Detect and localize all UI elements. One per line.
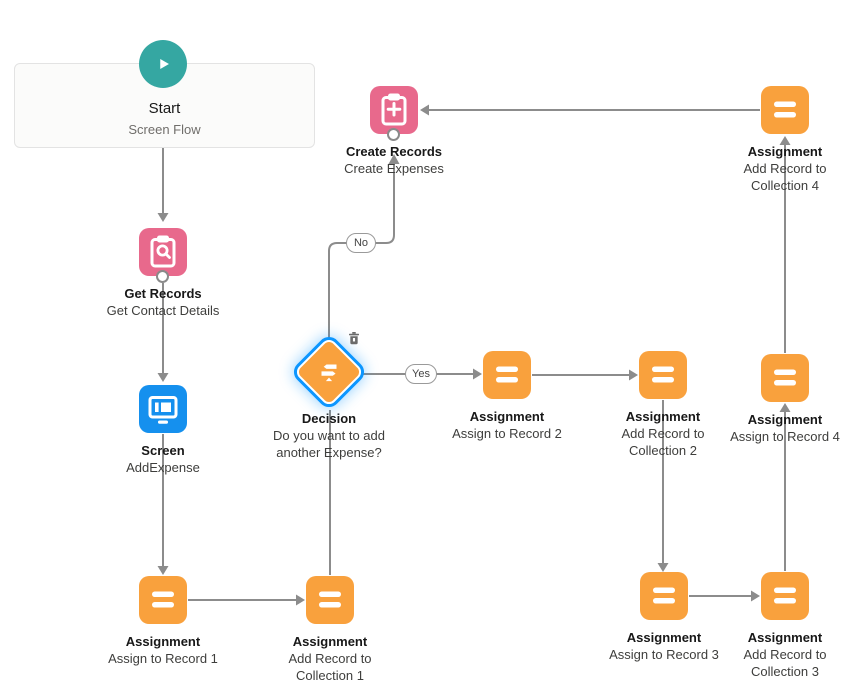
assignment-icon[interactable] <box>761 86 809 134</box>
screen-icon[interactable] <box>139 385 187 433</box>
assignment-icon[interactable] <box>306 576 354 624</box>
node-subtitle: Do you want to add another Expense? <box>272 428 386 460</box>
node-subtitle: Create Expenses <box>344 161 444 176</box>
node-assign-record-3[interactable]: Assignment Assign to Record 3 <box>594 572 734 663</box>
node-title: Assignment <box>626 630 702 645</box>
node-title: Create Records <box>345 144 443 159</box>
connector-point[interactable] <box>387 128 400 141</box>
create-records-icon[interactable] <box>370 86 418 134</box>
equals-icon <box>774 101 796 118</box>
node-title: Assignment <box>747 630 823 645</box>
connector-label-yes[interactable]: Yes <box>405 364 437 384</box>
assignment-icon[interactable] <box>483 351 531 399</box>
node-subtitle: Assign to Record 2 <box>452 426 562 441</box>
node-title: Assignment <box>747 144 823 159</box>
node-assign-record-2[interactable]: Assignment Assign to Record 2 <box>437 351 577 442</box>
decision-icon[interactable] <box>293 336 365 408</box>
arrowheads <box>157 104 791 606</box>
node-create-records[interactable]: Create Records Create Expenses <box>324 86 464 177</box>
clipboard-search-icon <box>150 235 176 268</box>
equals-icon <box>319 591 341 608</box>
node-screen[interactable]: Screen AddExpense <box>93 385 233 476</box>
node-add-collection-1[interactable]: Assignment Add Record to Collection 1 <box>260 576 400 684</box>
equals-icon <box>774 587 796 604</box>
node-title: Assignment <box>747 412 823 427</box>
trash-icon[interactable] <box>346 330 362 346</box>
node-title: Assignment <box>125 634 201 649</box>
assignment-icon[interactable] <box>639 351 687 399</box>
node-subtitle: Add Record to Collection 4 <box>743 161 827 193</box>
node-add-collection-4[interactable]: Assignment Add Record to Collection 4 <box>715 86 854 194</box>
signpost-icon <box>321 364 337 382</box>
equals-icon <box>496 366 518 383</box>
node-title: Assignment <box>292 634 368 649</box>
connector-point[interactable] <box>156 270 169 283</box>
get-records-icon[interactable] <box>139 228 187 276</box>
assignment-icon[interactable] <box>640 572 688 620</box>
node-subtitle: Assign to Record 3 <box>609 647 719 662</box>
node-assign-record-1[interactable]: Assignment Assign to Record 1 <box>93 576 233 667</box>
node-subtitle: AddExpense <box>126 460 200 475</box>
node-get-records[interactable]: Get Records Get Contact Details <box>93 228 233 319</box>
node-title: Screen <box>141 443 185 458</box>
start-button[interactable] <box>139 40 187 88</box>
node-subtitle: Assign to Record 4 <box>730 429 840 444</box>
node-add-collection-2[interactable]: Assignment Add Record to Collection 2 <box>593 351 733 459</box>
monitor-icon <box>148 396 178 424</box>
clipboard-plus-icon <box>381 93 407 126</box>
node-title: Decision <box>301 411 357 426</box>
node-subtitle: Add Record to Collection 1 <box>288 651 372 683</box>
node-title: Assignment <box>469 409 545 424</box>
play-icon <box>160 58 169 70</box>
node-decision[interactable]: Decision Do you want to add another Expe… <box>259 336 399 461</box>
start-title: Start <box>148 100 181 117</box>
equals-icon <box>652 366 674 383</box>
node-subtitle: Get Contact Details <box>106 303 220 318</box>
assignment-icon[interactable] <box>761 354 809 402</box>
start-subtitle: Screen Flow <box>128 122 201 137</box>
equals-icon <box>152 591 174 608</box>
node-subtitle: Add Record to Collection 2 <box>621 426 705 458</box>
equals-icon <box>653 587 675 604</box>
equals-icon <box>774 369 796 386</box>
node-title: Get Records <box>124 286 202 301</box>
node-add-collection-3[interactable]: Assignment Add Record to Collection 3 <box>715 572 854 680</box>
node-assign-record-4[interactable]: Assignment Assign to Record 4 <box>715 354 854 445</box>
node-subtitle: Add Record to Collection 3 <box>743 647 827 679</box>
assignment-icon[interactable] <box>139 576 187 624</box>
node-title: Assignment <box>625 409 701 424</box>
node-subtitle: Assign to Record 1 <box>108 651 218 666</box>
assignment-icon[interactable] <box>761 572 809 620</box>
connector-label-no[interactable]: No <box>346 233 376 253</box>
